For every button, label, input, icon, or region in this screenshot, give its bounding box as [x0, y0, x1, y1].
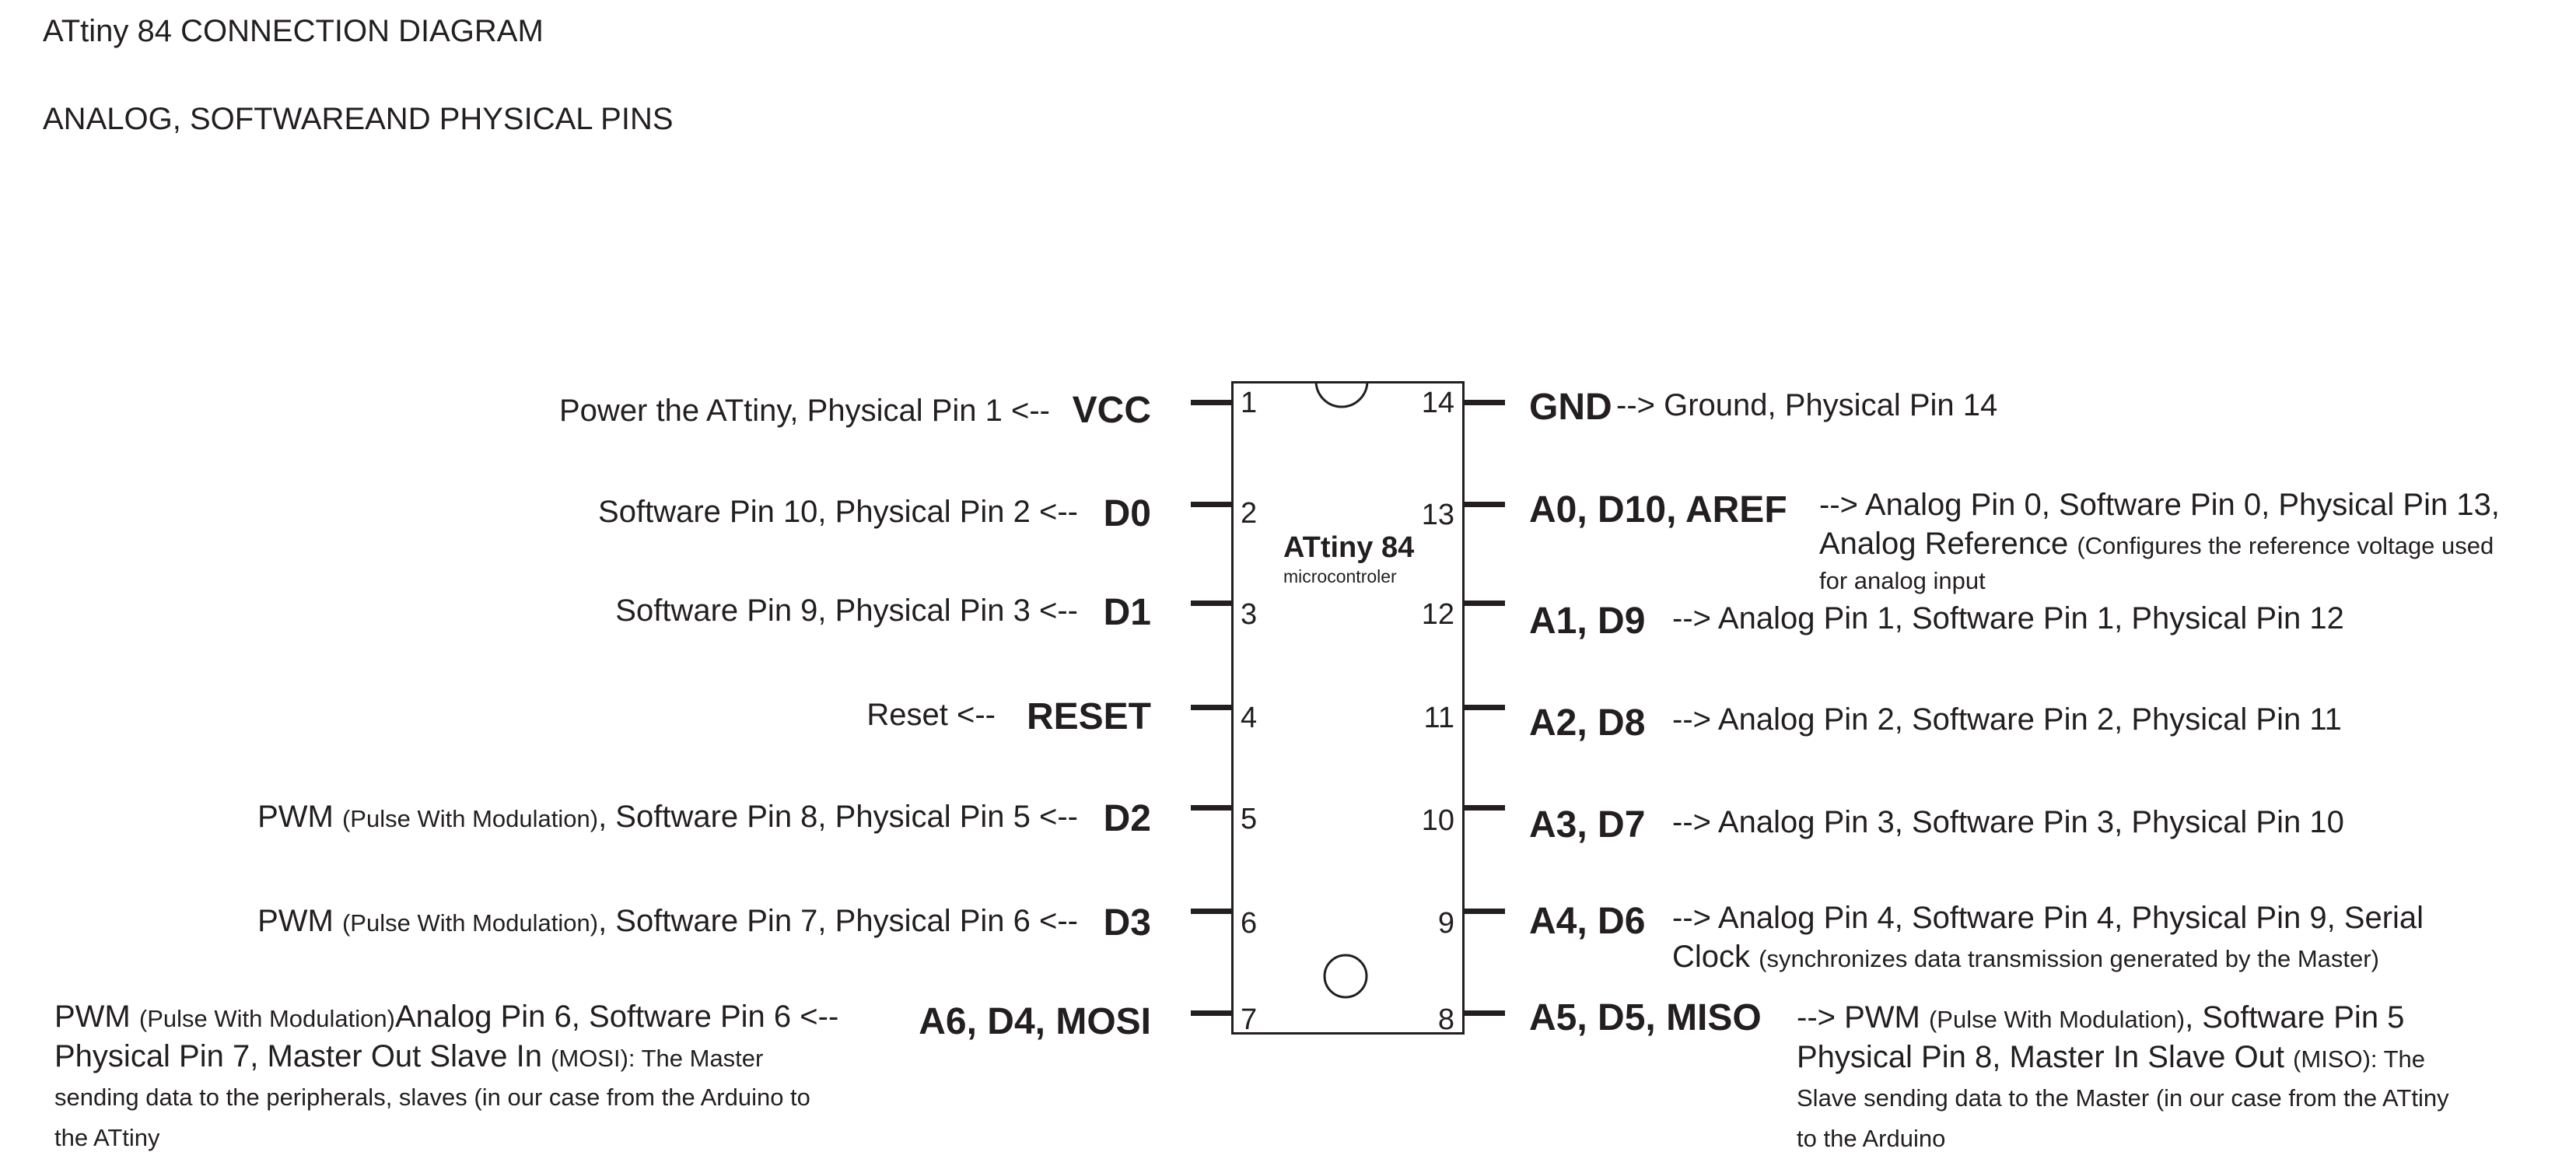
chip-body: [1231, 381, 1465, 1035]
pin-number-7: 7: [1241, 1003, 1258, 1036]
lead-pin-14: [1465, 400, 1505, 405]
pin-name-d3: D3: [1103, 902, 1151, 944]
lead-pin-11: [1465, 705, 1505, 710]
lead-pin-1: [1191, 400, 1231, 405]
pin-desc-2: Software Pin 10, Physical Pin 2 <--: [598, 495, 1078, 529]
pin-name-vcc: VCC: [1072, 390, 1151, 431]
lead-pin-7: [1191, 1010, 1231, 1016]
diagram-title: ATtiny 84 CONNECTION DIAGRAM: [43, 14, 544, 48]
lead-pin-5: [1191, 805, 1231, 811]
pin-number-2: 2: [1241, 497, 1258, 530]
pin-desc-3: Software Pin 9, Physical Pin 3 <--: [615, 594, 1078, 628]
pin-name-d0: D0: [1103, 493, 1151, 534]
pin-desc-8: --> PWM (Pulse With Modulation), Softwar…: [1797, 1000, 2449, 1152]
pin-number-10: 10: [1421, 804, 1454, 837]
pin-desc-5: PWM (Pulse With Modulation), Software Pi…: [257, 800, 1078, 834]
lead-pin-12: [1465, 601, 1505, 606]
pin-number-6: 6: [1241, 907, 1258, 940]
pin-number-9: 9: [1437, 907, 1454, 940]
pin-name-a0-d10-aref: A0, D10, AREF: [1529, 489, 1787, 530]
lead-pin-2: [1191, 502, 1231, 507]
pin-desc-10: --> Analog Pin 3, Software Pin 3, Physic…: [1672, 805, 2344, 839]
pin-name-gnd: GND: [1529, 387, 1612, 428]
lead-pin-6: [1191, 909, 1231, 914]
pin-number-1: 1: [1241, 387, 1258, 419]
lead-pin-9: [1465, 909, 1505, 914]
pin-name-d1: D1: [1103, 592, 1151, 633]
lead-pin-10: [1465, 805, 1505, 811]
lead-pin-8: [1465, 1010, 1505, 1016]
pin-desc-13: --> Analog Pin 0, Software Pin 0, Physic…: [1819, 488, 2500, 594]
pin-desc-4: Reset <--: [866, 698, 996, 732]
pin-number-13: 13: [1421, 499, 1454, 531]
pin-name-a4-d6: A4, D6: [1529, 901, 1646, 942]
pin-desc-1: Power the ATtiny, Physical Pin 1 <--: [559, 394, 1050, 428]
lead-pin-4: [1191, 705, 1231, 710]
pin-number-8: 8: [1437, 1003, 1454, 1036]
pin-desc-7: PWM (Pulse With Modulation)Analog Pin 6,…: [54, 1000, 839, 1151]
pin-number-11: 11: [1423, 702, 1454, 734]
pin-name-a2-d8: A2, D8: [1529, 702, 1646, 744]
pin-number-5: 5: [1241, 803, 1258, 835]
pin-name-d2: D2: [1103, 798, 1151, 839]
pin-name-reset: RESET: [1026, 696, 1151, 737]
pin-name-a6-d4-mosi: A6, D4, MOSI: [919, 1001, 1151, 1042]
pin-number-12: 12: [1421, 598, 1454, 631]
pin-number-14: 14: [1421, 387, 1454, 419]
pin-number-3: 3: [1241, 598, 1258, 631]
diagram-subtitle: ANALOG, SOFTWAREAND PHYSICAL PINS: [43, 102, 674, 136]
chip-subtitle: microcontroler: [1283, 566, 1397, 587]
pin-name-a1-d9: A1, D9: [1529, 601, 1646, 642]
pin-desc-14: --> Ground, Physical Pin 14: [1616, 388, 1998, 422]
pin-desc-12: --> Analog Pin 1, Software Pin 1, Physic…: [1672, 601, 2344, 636]
lead-pin-3: [1191, 601, 1231, 606]
pin-name-a5-d5-miso: A5, D5, MISO: [1529, 997, 1762, 1038]
lead-pin-13: [1465, 502, 1505, 507]
chip-name: ATtiny 84: [1283, 531, 1415, 564]
pin-desc-11: --> Analog Pin 2, Software Pin 2, Physic…: [1672, 702, 2342, 737]
pin-desc-6: PWM (Pulse With Modulation), Software Pi…: [257, 904, 1078, 938]
pin-name-a3-d7: A3, D7: [1529, 804, 1646, 846]
pin-number-4: 4: [1241, 702, 1258, 734]
pin1-dimple: [1323, 954, 1368, 999]
pin-desc-9: --> Analog Pin 4, Software Pin 4, Physic…: [1672, 901, 2424, 974]
chip-notch: [1314, 381, 1369, 408]
